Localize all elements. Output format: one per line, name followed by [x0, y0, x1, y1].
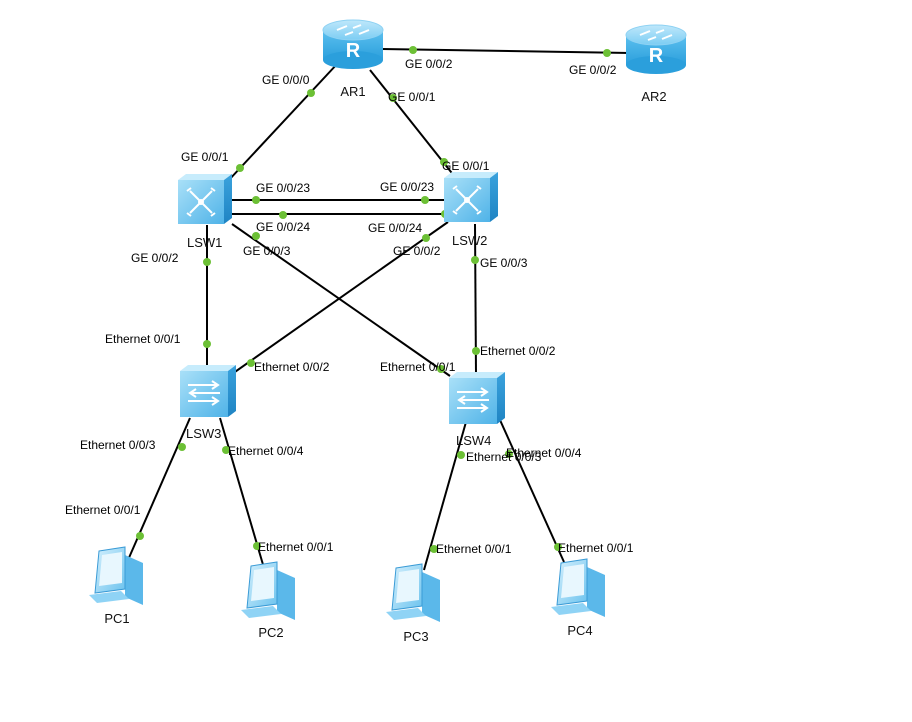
port-dot: [472, 347, 480, 355]
device-label: PC3: [403, 629, 428, 644]
port-dot: [203, 340, 211, 348]
device-label: AR2: [641, 89, 666, 104]
link-lsw4-pc4[interactable]: [499, 419, 565, 563]
port-dot: [422, 234, 430, 242]
svg-text:R: R: [346, 40, 361, 62]
device-label: PC1: [104, 611, 129, 626]
port-labels-layer: GE 0/0/2 GE 0/0/2 GE 0/0/0 GE 0/0/1 GE 0…: [65, 57, 634, 556]
port-dot: [136, 532, 144, 540]
port-dot: [252, 232, 260, 240]
port-label: Ethernet 0/0/1: [65, 503, 141, 517]
device-label: LSW3: [186, 426, 221, 441]
port-dot: [279, 211, 287, 219]
port-dot: [222, 446, 230, 454]
device-label: PC2: [258, 625, 283, 640]
device-label: LSW1: [187, 235, 222, 250]
port-label: GE 0/0/2: [131, 251, 179, 265]
l3-switch-icon: [178, 174, 232, 224]
port-label: Ethernet 0/0/1: [105, 332, 181, 346]
port-label: GE 0/0/3: [243, 244, 291, 258]
port-label: GE 0/0/1: [388, 90, 436, 104]
router-icon: R: [625, 24, 687, 74]
link-ar1-ar2[interactable]: [381, 48, 631, 54]
port-dot: [307, 89, 315, 97]
port-label: Ethernet 0/0/1: [436, 542, 512, 556]
switch-lsw1[interactable]: LSW1: [178, 174, 232, 250]
pc-pc3[interactable]: PC3: [386, 563, 440, 644]
port-label: GE 0/0/24: [368, 221, 422, 235]
port-dot: [440, 158, 448, 166]
port-label: Ethernet 0/0/4: [506, 446, 582, 460]
pc-pc2[interactable]: PC2: [241, 561, 295, 640]
port-dot: [457, 451, 465, 459]
port-dot: [505, 450, 513, 458]
switch-lsw3[interactable]: LSW3: [180, 365, 236, 441]
port-label: GE 0/0/0: [262, 73, 310, 87]
pc-icon: [551, 558, 605, 617]
port-label: Ethernet 0/0/3: [466, 450, 542, 464]
svg-text:R: R: [649, 45, 664, 67]
port-label: Ethernet 0/0/2: [480, 344, 556, 358]
port-label: Ethernet 0/0/2: [254, 360, 330, 374]
port-dot: [437, 365, 445, 373]
l2-switch-icon: [449, 372, 505, 424]
port-label: Ethernet 0/0/1: [258, 540, 334, 554]
port-dots-layer: [136, 46, 611, 553]
port-dot: [409, 46, 417, 54]
port-label: Ethernet 0/0/1: [380, 360, 456, 374]
port-label: GE 0/0/23: [380, 180, 434, 194]
port-dot: [203, 258, 211, 266]
switch-lsw2[interactable]: LSW2: [444, 172, 498, 248]
port-label: Ethernet 0/0/3: [80, 438, 156, 452]
device-label: PC4: [567, 623, 592, 638]
l2-switch-icon: [180, 365, 236, 417]
pc-pc1[interactable]: PC1: [89, 546, 143, 626]
device-label: LSW4: [456, 433, 491, 448]
port-label: Ethernet 0/0/1: [558, 541, 634, 555]
l3-switch-icon: [444, 172, 498, 222]
link-ar1-lsw1[interactable]: [227, 62, 339, 182]
device-label: LSW2: [452, 233, 487, 248]
port-dot: [554, 543, 562, 551]
port-dot: [471, 256, 479, 264]
switch-lsw4[interactable]: LSW4: [449, 372, 505, 448]
router-ar1[interactable]: R AR1: [322, 19, 384, 99]
port-dot: [252, 196, 260, 204]
port-dot: [253, 542, 261, 550]
router-ar2[interactable]: R AR2: [625, 24, 687, 104]
pc-icon: [89, 546, 143, 605]
port-dot: [389, 94, 397, 102]
port-label: GE 0/0/2: [569, 63, 617, 77]
port-dot: [603, 49, 611, 57]
port-dot: [178, 443, 186, 451]
port-dot: [236, 164, 244, 172]
router-icon: R: [322, 19, 384, 69]
port-label: Ethernet 0/0/4: [228, 444, 304, 458]
link-ar1-lsw2[interactable]: [369, 69, 456, 178]
port-label: GE 0/0/1: [442, 159, 490, 173]
pc-pc4[interactable]: PC4: [551, 558, 605, 638]
port-label: GE 0/0/2: [393, 244, 441, 258]
port-dot: [430, 545, 438, 553]
port-label: GE 0/0/23: [256, 181, 310, 195]
link-lsw4-pc3[interactable]: [423, 421, 467, 571]
link-lsw1-lsw4[interactable]: [231, 223, 451, 377]
links-layer: [127, 48, 631, 571]
device-label: AR1: [340, 84, 365, 99]
port-label: GE 0/0/24: [256, 220, 310, 234]
link-lsw2-lsw3[interactable]: [231, 221, 449, 375]
port-dot: [247, 359, 255, 367]
port-label: GE 0/0/3: [480, 256, 528, 270]
port-label: GE 0/0/2: [405, 57, 453, 71]
pc-icon: [386, 563, 440, 622]
port-label: GE 0/0/1: [181, 150, 229, 164]
pc-icon: [241, 561, 295, 620]
port-dot: [421, 196, 429, 204]
